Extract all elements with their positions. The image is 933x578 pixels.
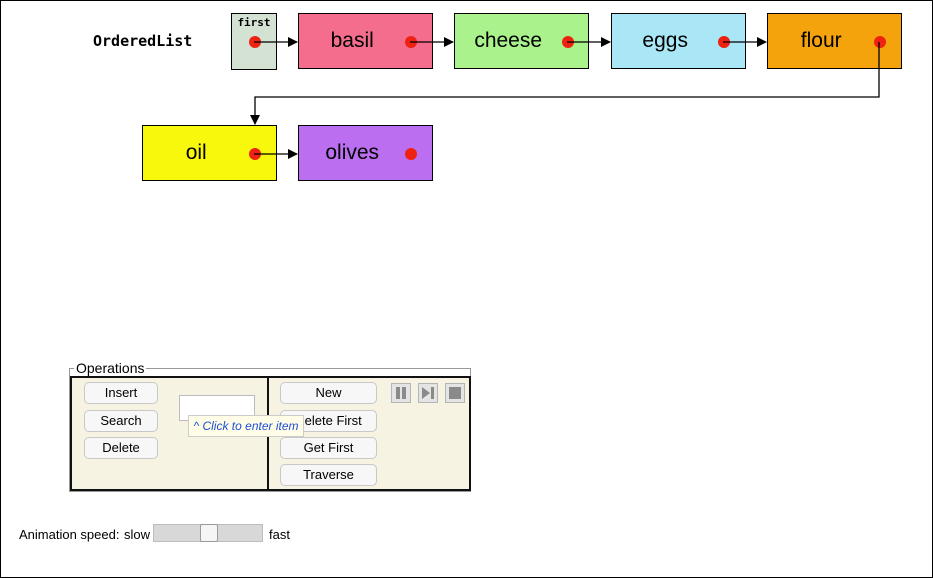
new-button[interactable]: New (280, 382, 377, 404)
structure-title: OrderedList (93, 32, 193, 50)
list-node-eggs[interactable]: eggs (611, 13, 746, 69)
delete-first-button[interactable]: Delete First (280, 410, 377, 432)
operations-legend: Operations (76, 360, 145, 376)
stop-button[interactable] (445, 383, 465, 403)
step-button[interactable] (418, 383, 438, 403)
slider-thumb[interactable] (200, 524, 218, 542)
get-first-button[interactable]: Get First (280, 437, 377, 459)
first-label: first (237, 16, 271, 29)
search-button[interactable]: Search (84, 410, 158, 432)
stop-icon (449, 387, 461, 399)
animation-speed-slider[interactable] (153, 524, 263, 542)
link-arrow-flour-to-oil (250, 42, 880, 125)
list-node-olives[interactable]: olives (298, 125, 433, 181)
step-icon (422, 387, 434, 399)
insert-button[interactable]: Insert (84, 382, 158, 404)
delete-button[interactable]: Delete (84, 437, 158, 459)
list-node-oil[interactable]: oil (142, 125, 277, 181)
node-label: flour (800, 29, 842, 52)
pause-icon (396, 387, 406, 399)
speed-fast-label: fast (269, 527, 290, 542)
node-label: oil (185, 141, 207, 164)
node-label: olives (325, 141, 380, 164)
pause-button[interactable] (391, 383, 411, 403)
next-pointer-dot (874, 36, 886, 48)
animation-speed-label: Animation speed: (19, 527, 120, 542)
entry-hint-tooltip: ^ Click to enter item (188, 415, 304, 437)
traverse-button[interactable]: Traverse (280, 464, 377, 486)
speed-slow-label: slow (124, 527, 151, 542)
node-label: cheese (474, 29, 543, 52)
next-pointer-dot (405, 148, 417, 160)
node-label: basil (330, 29, 374, 52)
node-label: eggs (642, 29, 688, 52)
list-node-basil[interactable]: basil (298, 13, 433, 69)
